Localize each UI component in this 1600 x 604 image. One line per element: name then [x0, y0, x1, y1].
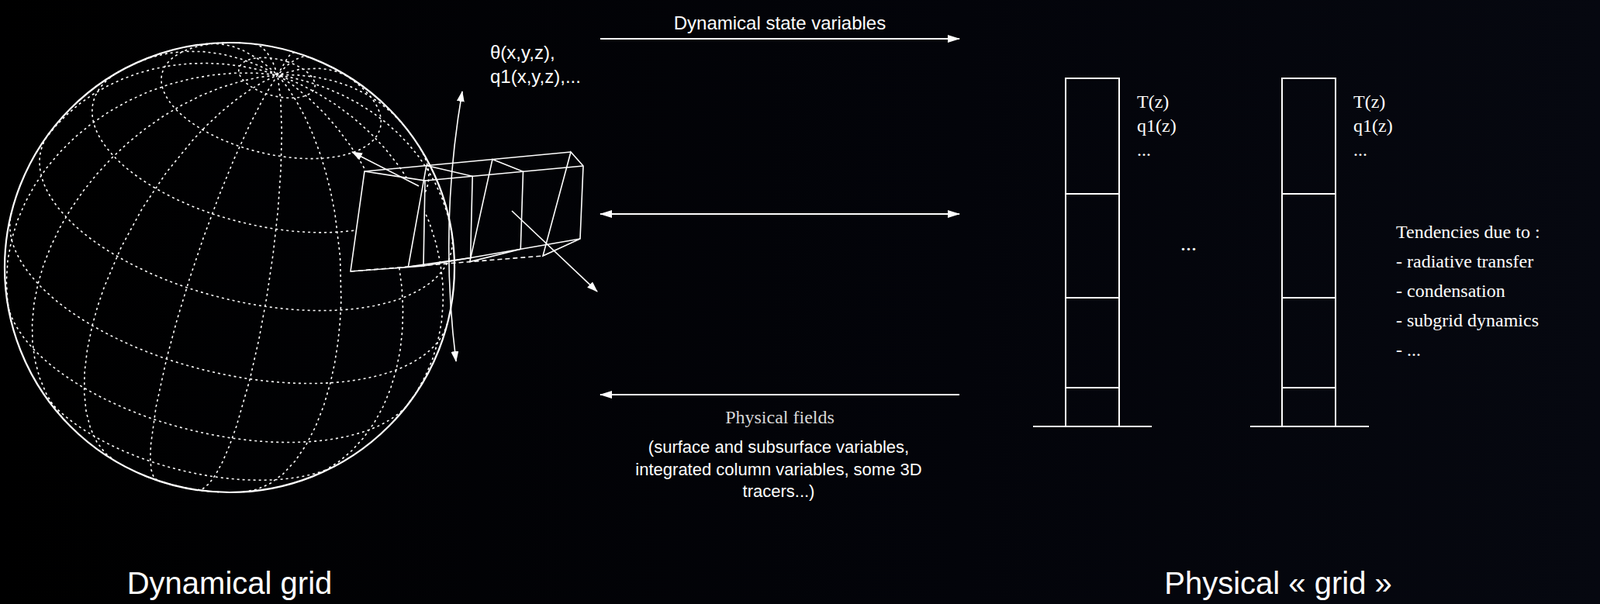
column-slice	[407, 165, 473, 268]
grid-heading: Physical « grid »	[1164, 566, 1392, 602]
globe-outline	[4, 42, 455, 493]
ground-lines	[1033, 425, 1369, 428]
globe-graticule	[6, 42, 453, 493]
atmospheric-column: T(z) q1(z) ...	[1064, 77, 1120, 427]
column-face	[350, 171, 426, 272]
layer-line	[1064, 387, 1120, 389]
ellipsis: ...	[1180, 229, 1197, 258]
axis-arrow	[449, 91, 463, 362]
tendency-item: - condensation	[1396, 279, 1506, 304]
flow-arrow	[600, 213, 960, 215]
column-layers	[1281, 77, 1337, 427]
layer-line	[1281, 297, 1337, 299]
globe-illustration	[3, 31, 601, 501]
flow-arrow	[600, 38, 960, 40]
grid-heading: Dynamical grid	[127, 566, 333, 602]
column-layers	[1064, 77, 1120, 427]
tendency-heading: Tendencies due to :	[1396, 220, 1541, 245]
ground-line	[1250, 425, 1369, 428]
axis-arrow	[511, 210, 598, 292]
dynamical-grid: Dynamical grid	[3, 31, 601, 501]
layer-line	[1064, 193, 1120, 195]
flow-arrow	[600, 393, 960, 396]
tendency-item: - radiative transfer	[1396, 249, 1534, 274]
layer-line	[1281, 193, 1337, 195]
field-names: θ(x,y,z), q1(x,y,z),...	[490, 40, 607, 89]
arrow-label: Physical fields	[725, 407, 835, 429]
column-slice	[469, 159, 524, 263]
column-edge	[350, 255, 543, 272]
arrow-label: Dynamical state variables	[673, 12, 886, 35]
column-edge	[425, 165, 584, 181]
layer-line	[1064, 297, 1120, 299]
grid-column	[350, 152, 584, 272]
field-note: (surface and subsurface variables, integ…	[623, 436, 934, 504]
atmospheric-column: T(z) q1(z) ...	[1281, 77, 1337, 427]
axis-arrows	[352, 91, 598, 362]
axis-arrow	[352, 152, 419, 187]
tendency-item: - subgrid dynamics	[1396, 308, 1539, 333]
layer-line	[1281, 387, 1337, 389]
ground-line	[1033, 425, 1152, 428]
column-edge	[364, 152, 571, 172]
column-variables: T(z) q1(z) ...	[1136, 89, 1193, 163]
tendency-item: - ...	[1396, 338, 1421, 363]
column-variables: T(z) q1(z) ...	[1353, 89, 1410, 163]
